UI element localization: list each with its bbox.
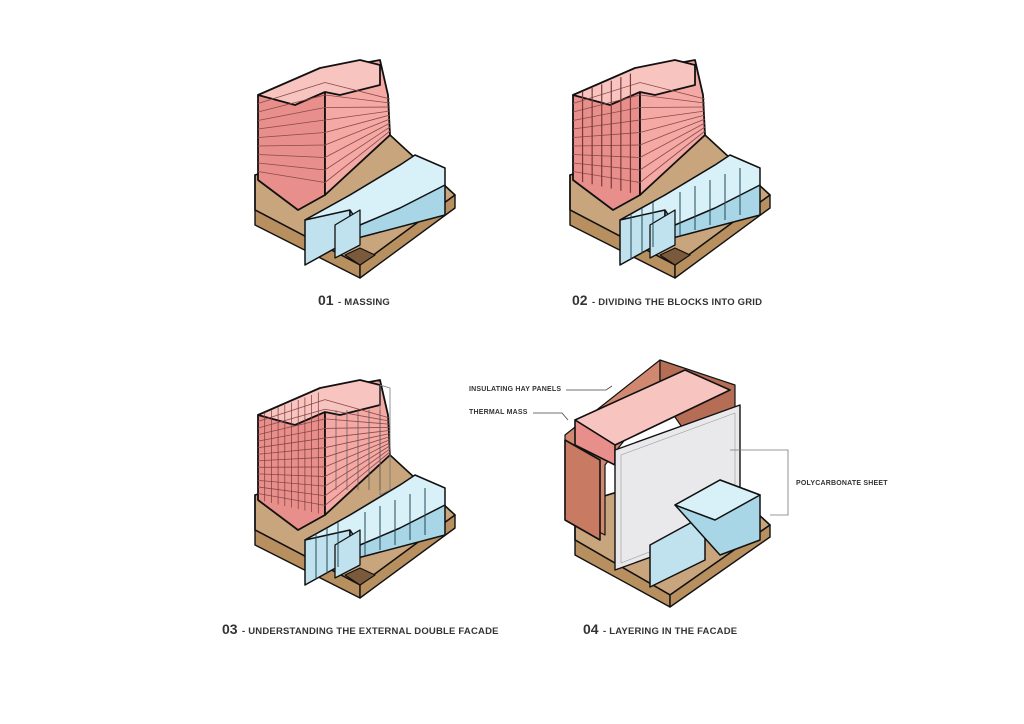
exploded-model-04 xyxy=(564,359,771,608)
model-group xyxy=(564,359,771,608)
pink-band-line-7 xyxy=(572,154,641,158)
pink-band-side-7 xyxy=(639,122,706,158)
pink-band-side-2 xyxy=(639,94,706,104)
pink-band-side-1 xyxy=(324,82,391,100)
pink-band-side-3 xyxy=(324,106,391,108)
pink-band-line-6 xyxy=(572,144,641,147)
pink-band-line-9 xyxy=(257,171,326,183)
caption-02: 02 - DIVIDING THE BLOCKS INTO GRID xyxy=(572,292,762,310)
caption-03-label: - UNDERSTANDING THE EXTERNAL DOUBLE FACA… xyxy=(242,626,499,637)
pink-band-side-1 xyxy=(639,82,706,100)
model-group xyxy=(254,59,456,279)
caption-03-number: 03 xyxy=(222,621,238,637)
pink-band-side-5 xyxy=(639,114,706,133)
caption-04: 04 - LAYERING IN THE FACADE xyxy=(583,621,737,639)
pink-band-side-7 xyxy=(324,122,391,158)
pink-band-line-2 xyxy=(572,94,641,113)
pink-band-line-5 xyxy=(572,132,641,138)
callout-thermal-mass: THERMAL MASS xyxy=(469,409,528,416)
pink-band-line-1 xyxy=(257,82,326,104)
caption-03: 03 - UNDERSTANDING THE EXTERNAL DOUBLE F… xyxy=(222,621,499,639)
diagram-03-double-facade xyxy=(240,370,470,615)
callout-insulating-hay-panels: INSULATING HAY PANELS xyxy=(469,386,562,393)
pink-band-line-4 xyxy=(572,119,641,130)
caption-01-label: - MASSING xyxy=(338,297,390,308)
pink-band-line-2 xyxy=(257,94,326,113)
pink-band-side-4 xyxy=(324,110,391,121)
caption-02-number: 02 xyxy=(572,292,588,308)
blue-volume-front xyxy=(649,514,706,588)
pink-band-line-3 xyxy=(572,107,641,121)
massing-model-02 xyxy=(569,59,771,279)
pink-band-side-9 xyxy=(324,130,391,183)
diagram-04-layering xyxy=(555,355,795,615)
callout-polycarbonate-sheet: POLYCARBONATE SHEET xyxy=(796,480,888,487)
pink-band-line-8 xyxy=(572,162,641,171)
pink-band-line-3 xyxy=(257,107,326,121)
pink-band-side-6 xyxy=(639,118,706,146)
pink-band-line-1 xyxy=(572,82,641,104)
blue-step-front xyxy=(334,529,361,579)
model-group xyxy=(569,59,771,279)
pink-band-line-6 xyxy=(257,144,326,147)
caption-04-label: - LAYERING IN THE FACADE xyxy=(603,626,738,637)
model-group xyxy=(254,379,456,599)
pink-band-side-6 xyxy=(324,118,391,146)
pink-band-line-8 xyxy=(257,162,326,171)
caption-04-number: 04 xyxy=(583,621,599,637)
pink-band-line-4 xyxy=(257,119,326,130)
hay-panel-left xyxy=(564,439,601,541)
massing-model-03 xyxy=(254,379,456,599)
caption-02-label: - DIVIDING THE BLOCKS INTO GRID xyxy=(592,297,763,308)
pink-band-side-9 xyxy=(639,130,706,183)
pink-band-side-8 xyxy=(324,126,391,171)
pink-band-side-2 xyxy=(324,94,391,104)
pink-band-line-7 xyxy=(257,154,326,158)
caption-01: 01 - MASSING xyxy=(318,292,390,310)
site-notch xyxy=(344,567,376,586)
pink-band-side-1 xyxy=(324,399,391,419)
diagram-02-grid xyxy=(555,50,785,290)
pink-band-line-5 xyxy=(257,132,326,138)
pink-band-side-5 xyxy=(324,114,391,133)
site-notch xyxy=(344,247,376,266)
pink-band-side-4 xyxy=(639,110,706,121)
pink-band-side-12 xyxy=(324,451,391,506)
pink-band-side-8 xyxy=(639,126,706,171)
site-notch xyxy=(659,247,691,266)
blue-step-front xyxy=(649,209,676,259)
caption-01-number: 01 xyxy=(318,292,334,308)
blue-step-front xyxy=(334,209,361,259)
massing-model-01 xyxy=(254,59,456,279)
pink-band-side-3 xyxy=(639,106,706,108)
pink-band-line-9 xyxy=(572,171,641,183)
diagram-01-massing xyxy=(240,50,470,290)
